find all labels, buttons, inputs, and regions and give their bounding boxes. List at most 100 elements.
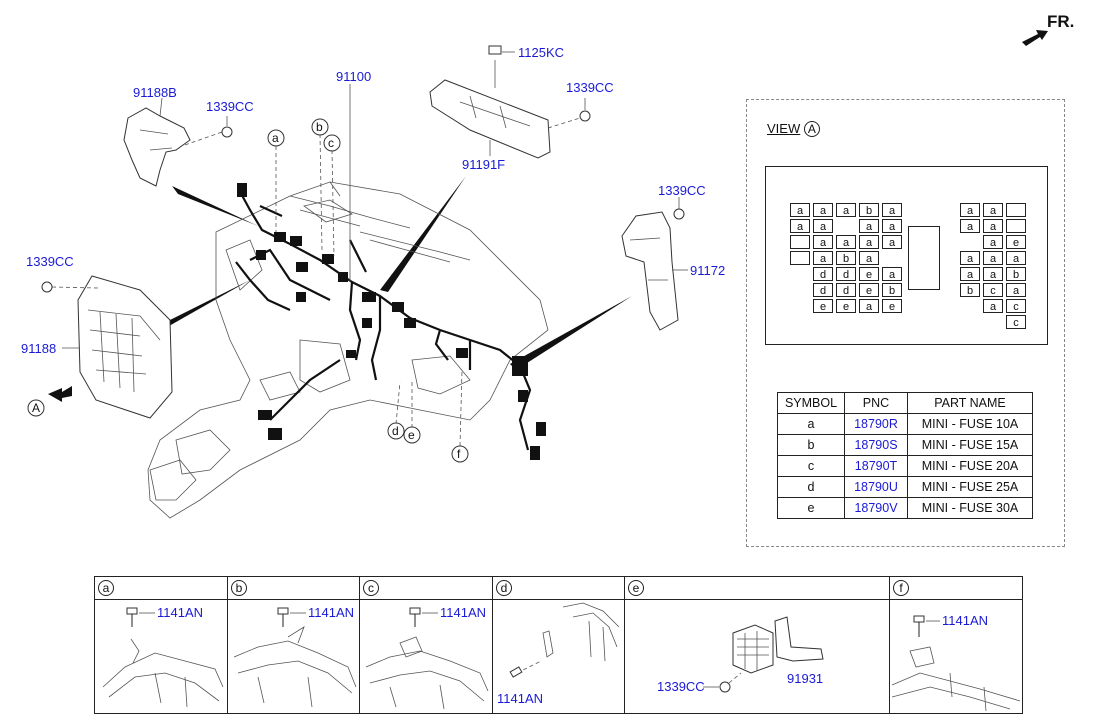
callout-c — [323, 134, 341, 152]
pointer-wedge-left-upper — [172, 186, 258, 226]
legend-pnc[interactable]: 18790S — [844, 434, 908, 456]
callout-c-label: c — [328, 136, 334, 150]
detail-f-part[interactable]: 1141AN — [942, 613, 988, 628]
fuse-cell: d — [836, 267, 856, 281]
detail-a: a 1141AN — [95, 577, 228, 713]
leader-c — [331, 149, 335, 257]
legend-pnc[interactable]: 18790R — [844, 413, 908, 435]
leader-b — [319, 133, 323, 251]
legend-pnc[interactable]: 18790T — [844, 455, 908, 477]
label-91100[interactable]: 91100 — [336, 69, 371, 84]
legend-part-name: MINI - FUSE 10A — [907, 413, 1033, 435]
fuse-legend-table: SYMBOL PNC PART NAME a 18790R MINI - FUS… — [777, 392, 1033, 519]
callout-b-label: b — [316, 120, 323, 134]
fuse-cell: b — [960, 283, 980, 297]
detail-e-drawing: 1339CC 91931 — [657, 616, 824, 694]
fuse-cell: e — [1006, 235, 1026, 249]
bracket-91191f — [429, 79, 551, 159]
legend-symbol: a — [777, 413, 845, 435]
fuse-cell: a — [859, 219, 879, 233]
fuse-cell — [1006, 219, 1026, 233]
view-a-arrow-icon — [48, 386, 72, 402]
label-91188b[interactable]: 91188B — [133, 85, 177, 100]
fuse-cell — [790, 235, 810, 249]
junction-box-91188 — [77, 275, 173, 419]
label-91191f[interactable]: 91191F — [462, 157, 505, 172]
legend-pnc[interactable]: 18790V — [844, 497, 908, 519]
fuse-cell: a — [882, 235, 902, 249]
bracket-91188b — [123, 107, 191, 187]
fuse-cell: a — [813, 251, 833, 265]
fuse-cell: c — [1006, 299, 1026, 313]
detail-f: f 1141AN — [890, 577, 1022, 713]
legend-symbol: d — [777, 476, 845, 498]
nut-1339cc-icon — [221, 126, 233, 138]
legend-symbol: b — [777, 434, 845, 456]
table-row: e 18790V MINI - FUSE 30A — [777, 497, 1033, 519]
detail-c-part[interactable]: 1141AN — [440, 605, 486, 620]
label-1339cc-a[interactable]: 1339CC — [206, 99, 254, 114]
detail-b-marker: b — [231, 580, 247, 596]
detail-e-marker: e — [628, 580, 644, 596]
table-row: b 18790S MINI - FUSE 15A — [777, 434, 1033, 456]
fuse-cell: c — [1006, 315, 1026, 329]
detail-d-part[interactable]: 1141AN — [497, 691, 543, 706]
fuse-cell: a — [983, 219, 1003, 233]
detail-d-marker: d — [496, 580, 512, 596]
detail-a-marker: a — [98, 580, 114, 596]
legend-header-symbol: SYMBOL — [777, 392, 845, 414]
detail-a-part[interactable]: 1141AN — [157, 605, 203, 620]
detail-e-part2[interactable]: 91931 — [787, 671, 823, 686]
nut-1339cc-icon-4 — [41, 281, 53, 293]
pointer-wedge-right — [510, 296, 632, 370]
callout-e — [403, 426, 421, 444]
fuse-cell: a — [813, 219, 833, 233]
fuse-cell: c — [983, 283, 1003, 297]
label-1339cc-b[interactable]: 1339CC — [566, 80, 614, 95]
legend-part-name: MINI - FUSE 15A — [907, 434, 1033, 456]
cockpit-module — [147, 181, 549, 519]
callout-a-label: a — [272, 131, 279, 145]
legend-pnc[interactable]: 18790U — [844, 476, 908, 498]
detail-b-drawing: 1141AN — [233, 605, 357, 708]
label-91172[interactable]: 91172 — [690, 263, 725, 278]
detail-strip: a 1141AN b 1141AN c 1141AN d — [94, 576, 1023, 714]
table-row: c 18790T MINI - FUSE 20A — [777, 455, 1033, 477]
detail-e-part[interactable]: 1339CC — [657, 679, 705, 694]
legend-header-name: PART NAME — [907, 392, 1033, 414]
fuse-cell: a — [790, 219, 810, 233]
fuse-cell: a — [813, 235, 833, 249]
callout-d — [387, 422, 405, 440]
bolt-1125kc-icon — [488, 45, 502, 55]
label-1339cc-c[interactable]: 1339CC — [658, 183, 706, 198]
detail-c-marker: c — [363, 580, 379, 596]
label-1125kc[interactable]: 1125KC — [518, 45, 564, 60]
harness-connectors — [237, 183, 546, 460]
pointer-wedge-center — [380, 176, 466, 292]
fuse-cell: a — [960, 251, 980, 265]
view-title-marker: A — [803, 121, 820, 137]
fuse-cell: a — [983, 203, 1003, 217]
detail-c: c 1141AN — [360, 577, 493, 713]
detail-d-drawing: 1141AN — [497, 602, 620, 706]
fuse-cell: a — [960, 219, 980, 233]
fuse-cell: e — [813, 299, 833, 313]
fuse-cell: a — [882, 219, 902, 233]
nut-1339cc-icon-3 — [673, 208, 685, 220]
fuse-cell: a — [859, 299, 879, 313]
fuse-cell: e — [882, 299, 902, 313]
label-91188[interactable]: 91188 — [21, 341, 56, 356]
detail-e: e 1339CC 91931 — [625, 577, 890, 713]
label-1339cc-d[interactable]: 1339CC — [26, 254, 74, 269]
detail-b-part[interactable]: 1141AN — [308, 605, 354, 620]
legend-header-pnc: PNC — [844, 392, 908, 414]
callout-f-label: f — [457, 447, 461, 461]
fuse-cell: e — [836, 299, 856, 313]
view-title-text: VIEW — [767, 121, 801, 136]
callout-b — [311, 118, 329, 136]
fuse-cell: d — [836, 283, 856, 297]
detail-a-drawing: 1141AN — [102, 605, 224, 708]
fuse-cell — [790, 251, 810, 265]
fuse-cell: a — [859, 251, 879, 265]
